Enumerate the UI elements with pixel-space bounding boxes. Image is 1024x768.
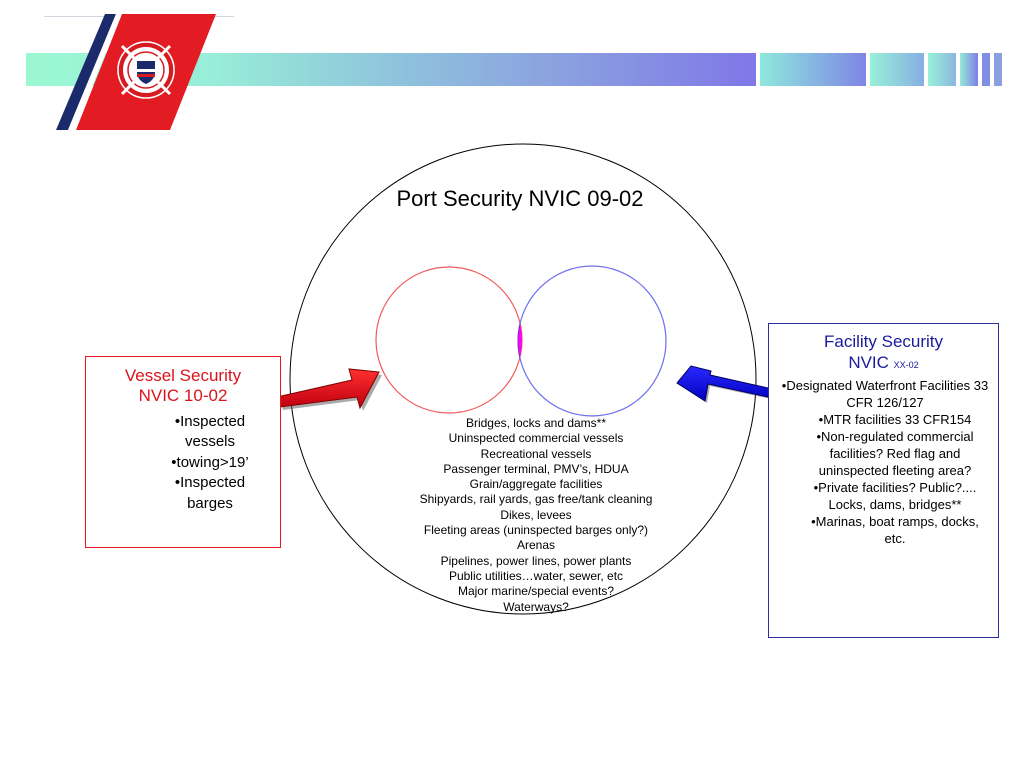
list-item: Fleeting areas (uninspected barges only?…	[423, 523, 649, 538]
facility-title-nvic: NVIC	[848, 353, 889, 372]
list-item: •Inspected barges	[174, 474, 246, 512]
vessel-security-title: Vessel Security NVIC 10-02	[85, 366, 281, 406]
list-item: •Inspected vessels	[174, 413, 246, 451]
list-item: Grain/aggregate facilities	[469, 477, 603, 492]
list-item: Passenger terminal, PMV’s, HDUA	[443, 461, 629, 476]
vessel-security-circle	[375, 266, 523, 414]
port-security-outer-circle	[289, 143, 757, 615]
list-item: Uninspected commercial vessels	[448, 431, 624, 446]
header-block	[760, 53, 866, 86]
vessel-security-list: •Inspected vessels •towing>19’ •Inspecte…	[150, 412, 270, 514]
facility-security-circle	[517, 265, 667, 417]
facility-title-line: NVIC XX-02	[768, 352, 999, 376]
coast-guard-seal-icon	[117, 41, 175, 99]
facility-security-box	[768, 323, 999, 638]
list-item: •Private facilities? Public?.... Locks, …	[813, 480, 977, 512]
list-item: Major marine/special events?	[457, 584, 615, 599]
list-item: Dikes, levees	[500, 507, 572, 522]
facility-security-title: Facility Security NVIC XX-02	[768, 331, 999, 376]
vessel-security-box	[85, 356, 281, 548]
header-block	[982, 53, 990, 86]
header-block	[870, 53, 924, 86]
header-block	[994, 53, 1002, 86]
diagram-title: Port Security NVIC 09-02	[396, 186, 644, 211]
list-item: Pipelines, power lines, power plants	[440, 553, 632, 568]
facility-security-list: •Designated Waterfront Facilities 33 CFR…	[780, 377, 990, 547]
coast-guard-logo	[56, 14, 216, 130]
facility-arrow-icon	[676, 365, 781, 403]
list-item: •MTR facilities 33 CFR154	[818, 412, 972, 427]
list-item: •Non-regulated commercial facilities? Re…	[816, 429, 974, 478]
list-item: •Marinas, boat ramps, docks, etc.	[811, 514, 979, 546]
list-item: Waterways?	[503, 599, 569, 614]
list-item: Public utilities…water, sewer, etc	[448, 568, 624, 583]
header-block	[960, 53, 978, 86]
logo-blue-stripe	[56, 14, 116, 130]
header-block	[928, 53, 956, 86]
vessel-arrow-icon	[276, 368, 382, 411]
facility-title-suffix: XX-02	[893, 360, 919, 370]
list-item: •towing>19’	[171, 453, 249, 471]
vessel-title-line: NVIC 10-02	[138, 386, 228, 405]
facility-title-line: Facility Security	[823, 332, 944, 351]
list-item: Arenas	[516, 538, 556, 553]
list-item: Recreational vessels	[480, 446, 592, 461]
overlap-region	[518, 267, 522, 413]
port-security-item-list: Bridges, locks and dams** Uninspected co…	[386, 416, 686, 615]
list-item: •Designated Waterfront Facilities 33 CFR…	[781, 378, 989, 410]
list-item: Shipyards, rail yards, gas free/tank cle…	[419, 492, 653, 507]
list-item: Bridges, locks and dams**	[465, 416, 607, 430]
vessel-title-line: Vessel Security	[124, 366, 242, 385]
